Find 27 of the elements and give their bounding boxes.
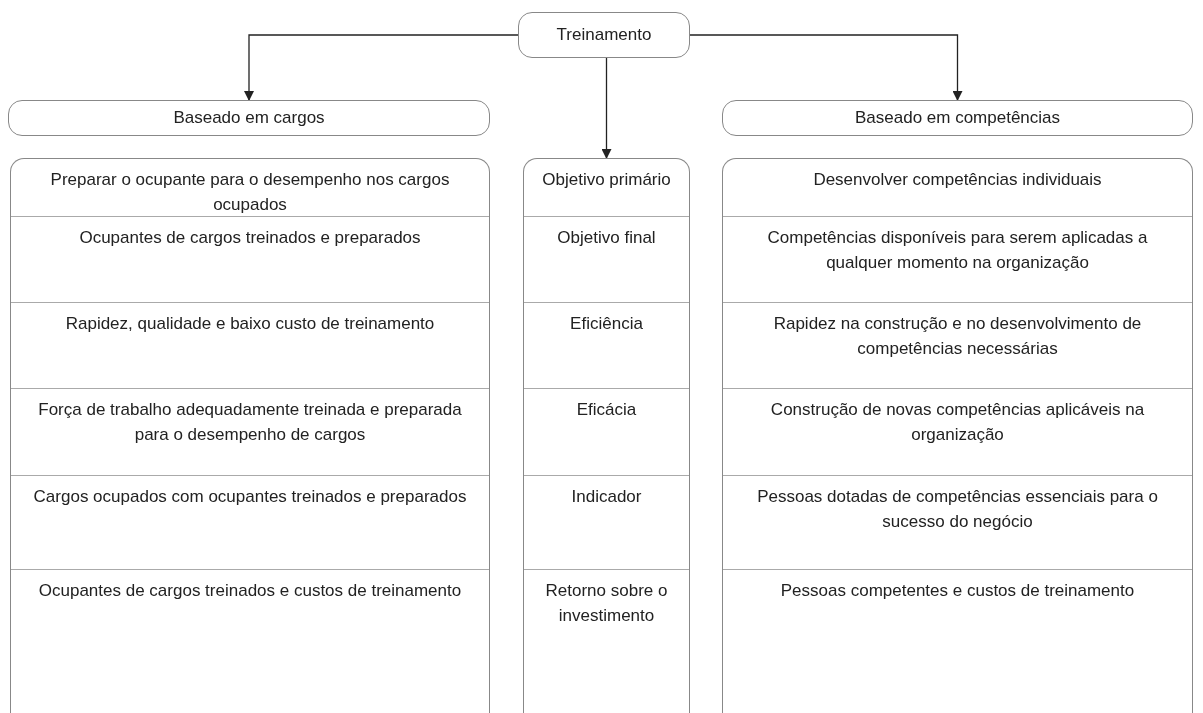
- table-cell-text: Retorno sobre o investimento: [544, 580, 669, 628]
- column-panel: [523, 158, 690, 713]
- table-cell-text: Ocupantes de cargos treinados e preparados: [79, 227, 421, 249]
- table-cell-text: Eficácia: [576, 398, 637, 421]
- root-box: Treinamento: [518, 12, 690, 58]
- category-box: Baseado em competências: [722, 100, 1193, 136]
- table-cell-text: Rapidez, qualidade e baixo custo de treinamento: [65, 312, 435, 335]
- table-cell-text: Pessoas dotadas de competências essenciais para o sucesso do negócio: [756, 486, 1159, 534]
- table-cell-text: Cargos ocupados com ocupantes treinados e preparados: [33, 486, 467, 509]
- table-cell-text: Rapidez na construção e no desenvolvimento de competências necessárias: [772, 312, 1143, 360]
- arrow: [601, 57, 612, 159]
- table-cell-text: Força de trabalho adequadamente treinada e preparada para o desempenho de cargos: [37, 398, 463, 446]
- table-cell-text: Desenvolver competências individuais: [813, 169, 1102, 191]
- table-cell-text: Indicador: [571, 486, 642, 509]
- table-cell-text: Objetivo primário: [542, 169, 671, 191]
- column-panel: [722, 158, 1193, 713]
- arrow: [689, 34, 963, 101]
- arrow: [244, 34, 519, 101]
- table-cell-text: Construção de novas competências aplicáveis na organização: [769, 398, 1146, 446]
- table-cell-text: Eficiência: [570, 312, 643, 335]
- category-box: Baseado em cargos: [8, 100, 490, 136]
- table-cell-text: Ocupantes de cargos treinados e custos de treinamento: [38, 580, 462, 603]
- table-cell-text: Objetivo final: [557, 226, 656, 249]
- table-cell-text: Competências disponíveis para serem aplicadas a qualquer momento na organização: [766, 226, 1149, 274]
- column-panel: [10, 158, 490, 713]
- table-cell-text: Pessoas competentes e custos de treinamento: [780, 580, 1135, 603]
- table-cell-text: Preparar o ocupante para o desempenho nos cargos ocupados: [49, 169, 451, 216]
